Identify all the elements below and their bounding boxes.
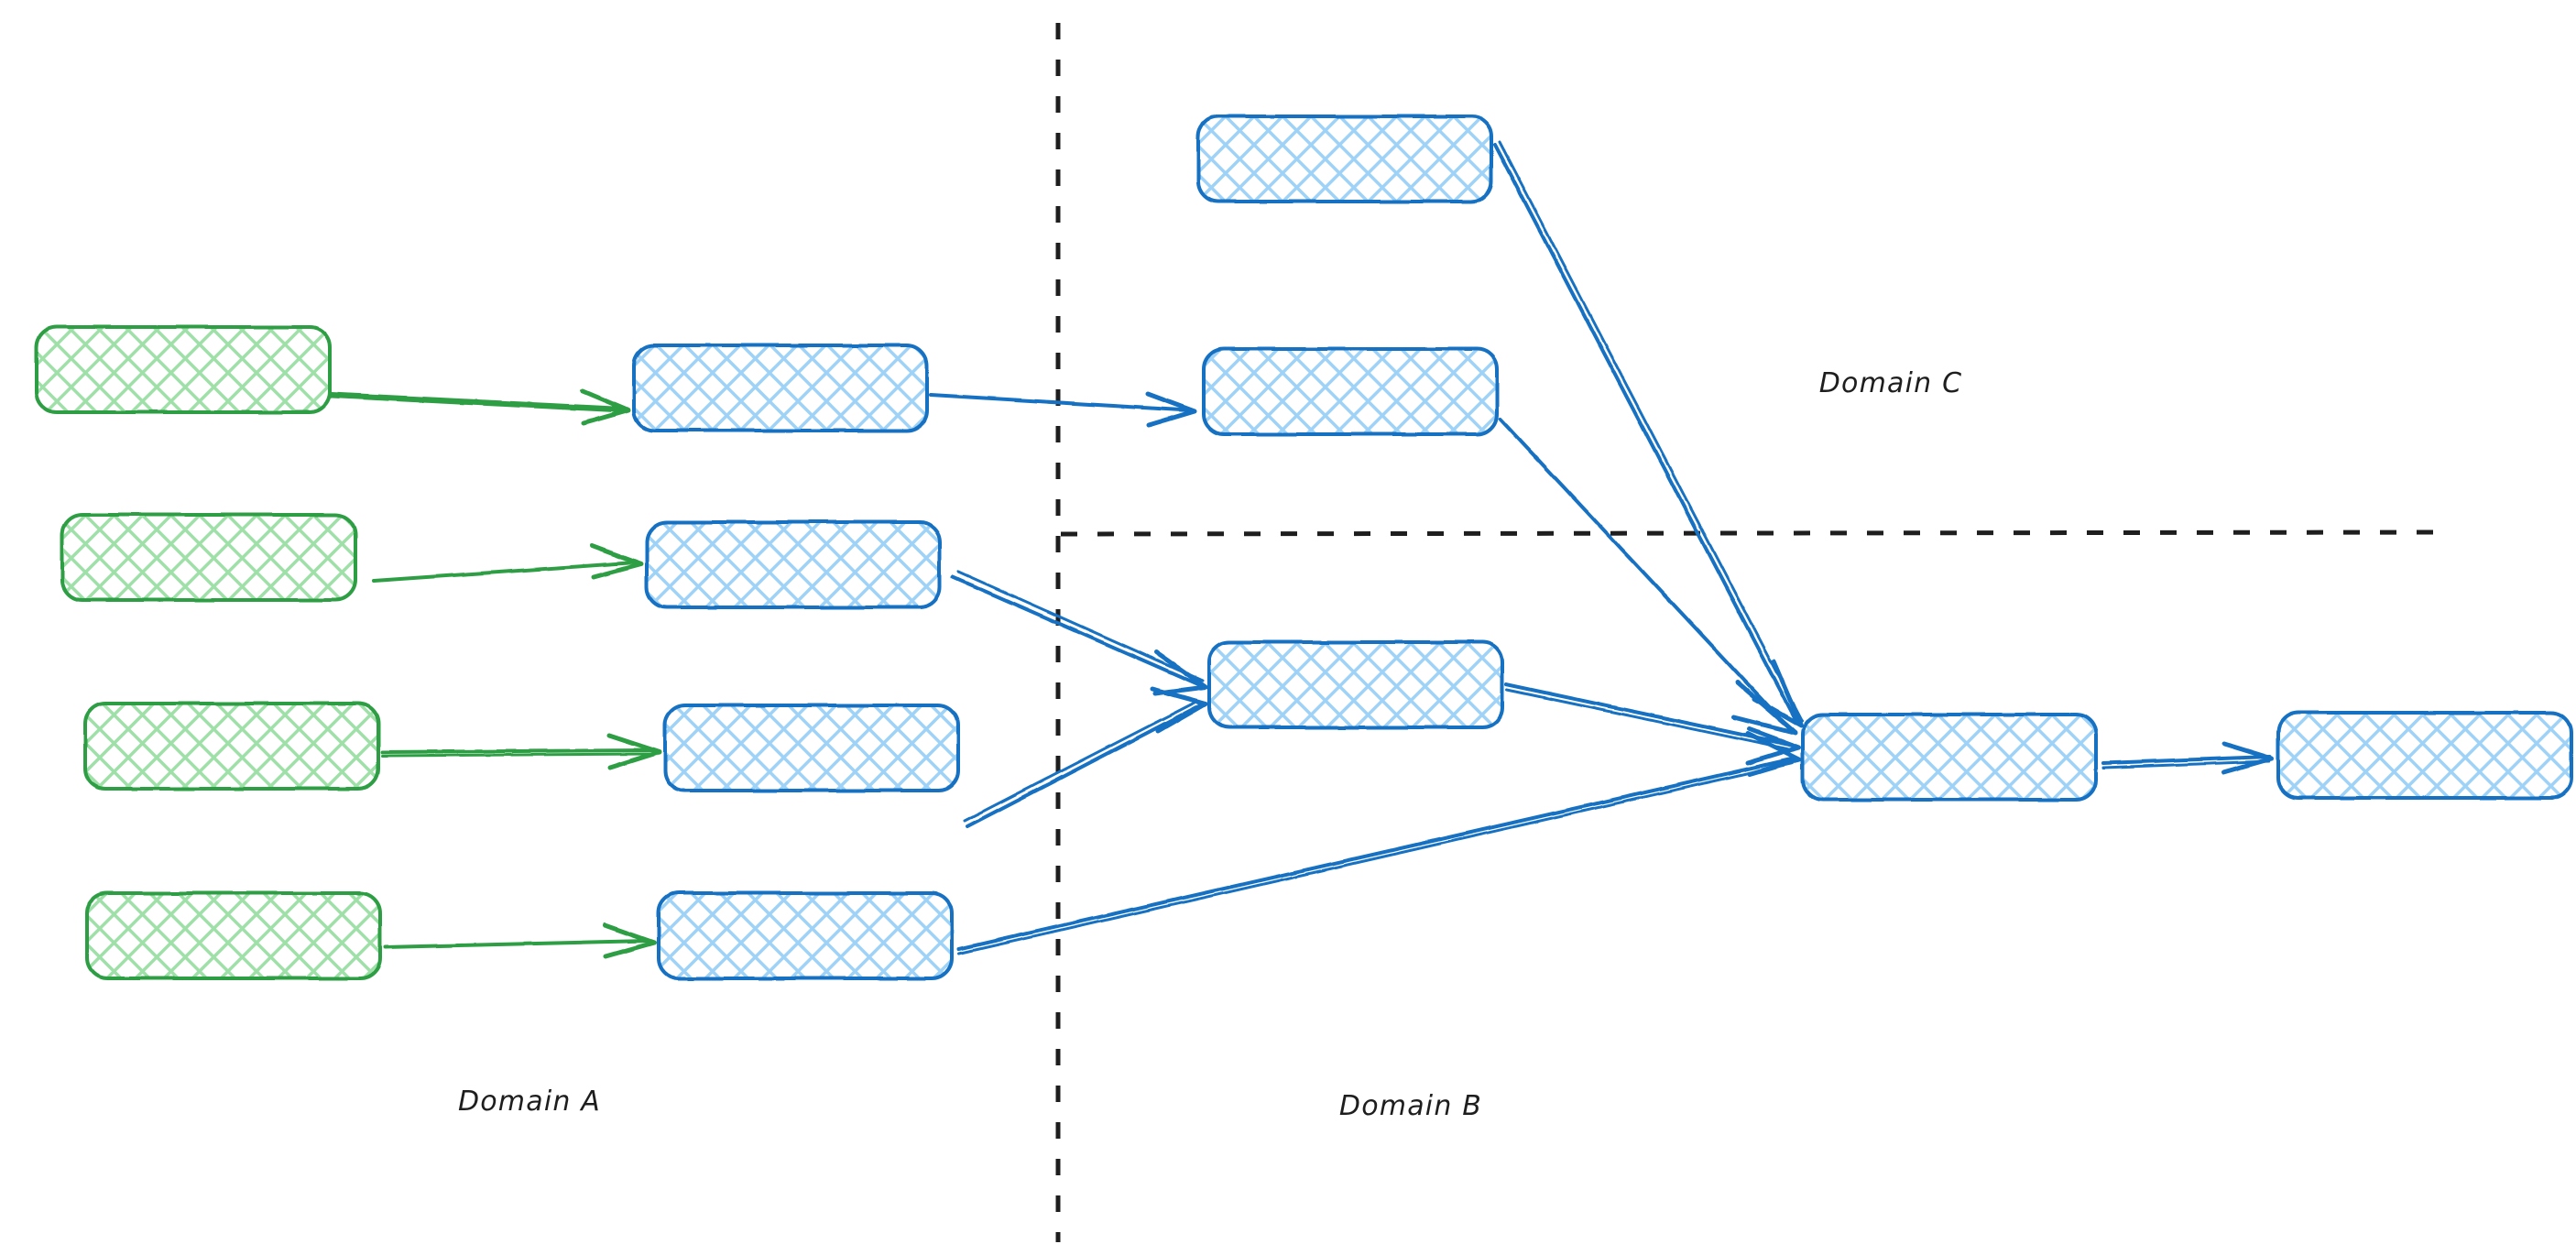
node-e1-outline <box>1801 713 2098 802</box>
edge-d1-e1[interactable] <box>1504 682 1802 766</box>
node-f1-fill <box>2278 713 2571 798</box>
node-b1-fill <box>634 345 927 431</box>
node-a2[interactable] <box>60 513 357 602</box>
domain-c-label: Domain C <box>1819 367 1963 399</box>
node-f1[interactable] <box>2276 711 2573 800</box>
node-a4-fill <box>87 893 380 978</box>
edge-b4-e1[interactable] <box>957 731 1802 955</box>
node-a3[interactable] <box>83 702 380 791</box>
node-a1-fill <box>37 327 330 412</box>
node-c2-outline <box>1202 347 1499 436</box>
node-c1-outline <box>1196 115 1493 203</box>
domain-dividers <box>1055 23 2449 1242</box>
node-e1[interactable] <box>1801 713 2098 802</box>
node-c1-fill <box>1198 116 1491 202</box>
edge-a2-b2[interactable] <box>372 543 644 583</box>
node-d1-outline <box>1207 640 1504 729</box>
domain-labels: Domain A Domain B Domain C <box>458 367 1963 1122</box>
node-a1[interactable] <box>35 325 332 414</box>
node-c2-fill <box>1204 349 1497 434</box>
domain-a-label: Domain A <box>458 1086 601 1118</box>
node-b1[interactable] <box>632 344 929 432</box>
nodes <box>35 115 2573 980</box>
node-d1-fill <box>1209 642 1502 727</box>
node-a2-fill <box>62 515 355 600</box>
edge-a3-b3[interactable] <box>381 733 662 770</box>
node-b3[interactable] <box>663 704 960 792</box>
node-b4-fill <box>659 893 952 978</box>
node-c2[interactable] <box>1202 347 1499 436</box>
edge-b1-c2[interactable] <box>929 391 1197 428</box>
node-a1-outline <box>35 325 332 414</box>
node-f1-outline <box>2276 711 2573 800</box>
node-d1[interactable] <box>1207 640 1504 729</box>
node-b2[interactable] <box>645 520 942 609</box>
horizontal-domain-divider <box>1060 529 2449 537</box>
node-b3-fill <box>665 705 958 791</box>
edge-e1-f1[interactable] <box>2101 741 2275 775</box>
edges <box>330 140 2275 959</box>
node-b4[interactable] <box>657 891 954 980</box>
node-a4-outline <box>85 891 382 980</box>
node-e1-fill <box>1803 715 2096 800</box>
edge-a1-b1[interactable] <box>330 388 631 426</box>
node-a3-fill <box>85 704 378 789</box>
edge-c2-e1[interactable] <box>1499 418 1798 736</box>
node-a2-outline <box>60 513 357 602</box>
node-b2-outline <box>645 520 942 609</box>
node-b3-outline <box>663 704 960 792</box>
node-b1-outline <box>632 344 929 432</box>
node-c1[interactable] <box>1196 115 1493 203</box>
node-b2-fill <box>647 522 940 607</box>
edge-b3-d1[interactable] <box>963 686 1208 828</box>
edge-b2-d1[interactable] <box>951 570 1208 696</box>
edge-a4-b4[interactable] <box>383 922 657 959</box>
node-b4-outline <box>657 891 954 980</box>
edge-c1-e1[interactable] <box>1493 140 1804 728</box>
node-a3-outline <box>83 702 380 791</box>
node-a4[interactable] <box>85 891 382 980</box>
domain-b-label: Domain B <box>1339 1090 1482 1122</box>
